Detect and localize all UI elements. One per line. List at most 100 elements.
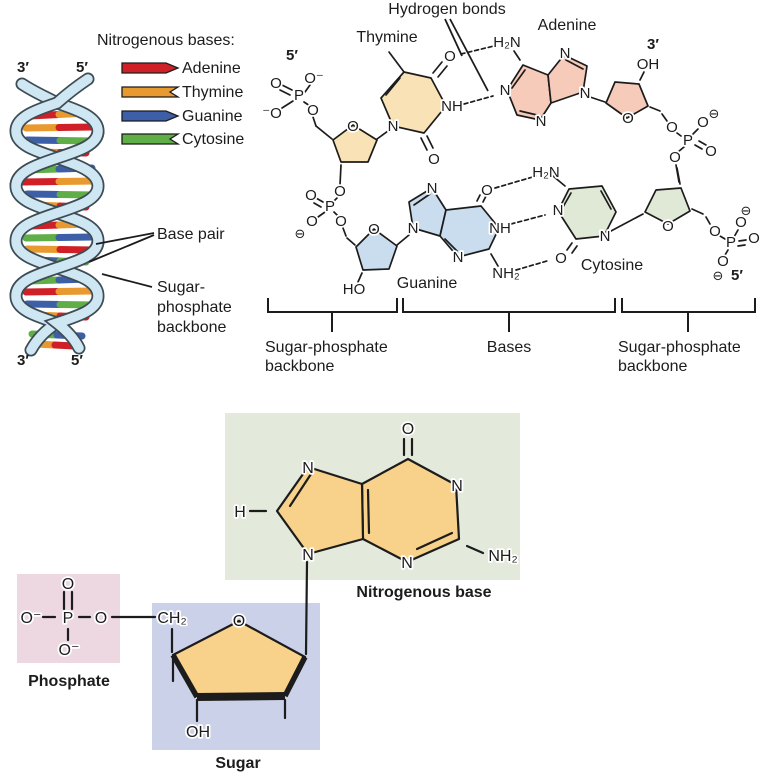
thymine-sugar-ring — [332, 124, 378, 163]
atom-O: O — [95, 610, 107, 627]
region-brackets: Sugar-phosphate backbone Bases Sugar-pho… — [265, 298, 756, 375]
atom-P: P — [294, 87, 304, 104]
atom-O: O — [305, 187, 317, 204]
sugar-structure: O CH₂ OH — [156, 608, 308, 743]
atom-N: N — [388, 118, 399, 135]
phosphate-group: O O⁻ P O O⁻ — [19, 574, 157, 661]
legend-guanine-label: Guanine — [182, 108, 243, 125]
helix-top-3prime-label: 3′ — [17, 59, 29, 76]
atom-O: O — [709, 223, 721, 240]
backbone-callout: Sugar- phosphate backbone — [101, 273, 232, 336]
bracket-bases-label: Bases — [487, 339, 531, 356]
atom-H2N: H₂N — [493, 34, 521, 51]
atom-NH2: NH₂ — [492, 265, 520, 282]
bases-legend: Nitrogenous bases: Adenine Thymine Guani… — [97, 32, 244, 148]
atom-O: O — [270, 75, 282, 92]
5prime-bottom-label: 5′ — [731, 267, 743, 284]
helix-bottom-5prime-label: 5′ — [71, 352, 83, 369]
atom-O: O — [62, 576, 74, 593]
atom-N: N — [580, 85, 591, 102]
atom-O: O — [748, 230, 760, 247]
atom-N: N — [427, 180, 438, 197]
atom-P: P — [63, 610, 74, 627]
atom-labels: O⁻ O P ⁻O O O N NH O O H₂N N N N N OH O … — [260, 32, 761, 300]
nitrogenous-base-label: Nitrogenous base — [356, 584, 491, 601]
legend-thymine-label: Thymine — [182, 84, 243, 101]
hydrogen-bonds-label: Hydrogen bonds — [388, 1, 505, 18]
dna-helix-illustration: 3′ 5′ 3′ 5′ Base pair Sugar- phosphate b… — [9, 59, 232, 369]
helix-top-5prime-label: 5′ — [76, 59, 88, 76]
charge-minus-icon: ⊖ — [709, 106, 720, 121]
base-pair-chemistry: O⁻ O P ⁻O O O N NH O O H₂N N N N N OH O … — [260, 1, 761, 375]
atom-minus-O: ⁻O — [262, 105, 282, 122]
atom-NH: NH — [489, 220, 511, 237]
atom-O: O — [697, 114, 709, 131]
thymine-guanine-phosphate — [313, 164, 356, 246]
thymine-label: Thymine — [356, 29, 417, 46]
adenine-swatch-icon — [121, 62, 180, 74]
guanine-imidazole-ring — [408, 187, 447, 237]
atom-P: P — [726, 234, 736, 251]
atom-O: O — [347, 118, 359, 135]
cytosine-base-ring — [557, 185, 617, 240]
guanine-base-ring — [439, 205, 500, 258]
5prime-left-label: 5′ — [286, 47, 298, 64]
guanine-label: Guanine — [397, 275, 458, 292]
atom-N: N — [560, 45, 571, 62]
atom-N: N — [553, 202, 564, 219]
adenine-label: Adenine — [538, 17, 597, 34]
cytosine-label: Cytosine — [581, 257, 643, 274]
atom-O: O — [481, 182, 493, 199]
guanine-sugar-ring — [355, 228, 398, 271]
adenine-sugar-ring — [605, 81, 649, 119]
helix-bottom-3prime-label: 3′ — [17, 352, 29, 369]
atom-O: O — [735, 214, 747, 231]
atom-N: N — [408, 220, 419, 237]
atom-O: O — [705, 143, 717, 160]
thymine-5prime-phosphate — [279, 84, 333, 140]
atom-H2N: H₂N — [532, 164, 560, 181]
adenine-base-ring — [506, 64, 552, 121]
atom-P: P — [325, 198, 335, 215]
atom-O: O — [306, 213, 318, 230]
atom-O: O — [666, 119, 678, 136]
atom-N: N — [401, 555, 413, 572]
atom-O: O — [444, 48, 456, 65]
cytosine-5prime-phosphate — [719, 229, 747, 256]
nucleotide-components: O N H N N N NH₂ O O⁻ P O O⁻ — [17, 413, 520, 772]
atom-O: O — [428, 151, 440, 168]
atom-CH2: CH₂ — [157, 610, 186, 627]
thymine-base-ring — [380, 71, 447, 134]
atom-O: O — [669, 149, 681, 166]
charge-minus-icon: ⊖ — [295, 226, 306, 241]
atom-N: N — [600, 228, 611, 245]
atom-HO: HO — [343, 281, 366, 298]
atom-N: N — [453, 249, 464, 266]
phosphate-label: Phosphate — [28, 673, 110, 690]
charge-minus-icon: ⊖ — [713, 268, 724, 283]
atom-O-minus: O⁻ — [21, 610, 42, 627]
cytosine-sugar-ring — [644, 187, 691, 225]
cytosine-swatch-icon — [121, 133, 181, 145]
atom-P: P — [683, 132, 693, 149]
atom-O: O — [233, 613, 245, 630]
guanine-structure: O N H N N N NH₂ — [232, 419, 519, 656]
legend-cytosine-label: Cytosine — [182, 131, 244, 148]
atom-O: O — [555, 250, 567, 267]
sugar-label: Sugar — [215, 755, 260, 772]
atom-O: O — [335, 213, 347, 230]
backbone-strand-b — [9, 72, 105, 355]
atom-H: H — [234, 504, 246, 521]
atom-O-minus: O⁻ — [304, 70, 324, 87]
backbone-label-line2: phosphate — [157, 299, 232, 316]
atom-N: N — [302, 547, 314, 564]
atom-O: O — [307, 102, 319, 119]
charge-minus-icon: ⊖ — [741, 203, 752, 218]
atom-N: N — [536, 113, 547, 130]
phosphate-box — [17, 574, 120, 663]
atom-NH: NH — [441, 98, 463, 115]
atom-O: O — [368, 221, 380, 238]
bracket-right-label-line2: backbone — [618, 358, 687, 375]
atom-OH: OH — [186, 724, 210, 741]
